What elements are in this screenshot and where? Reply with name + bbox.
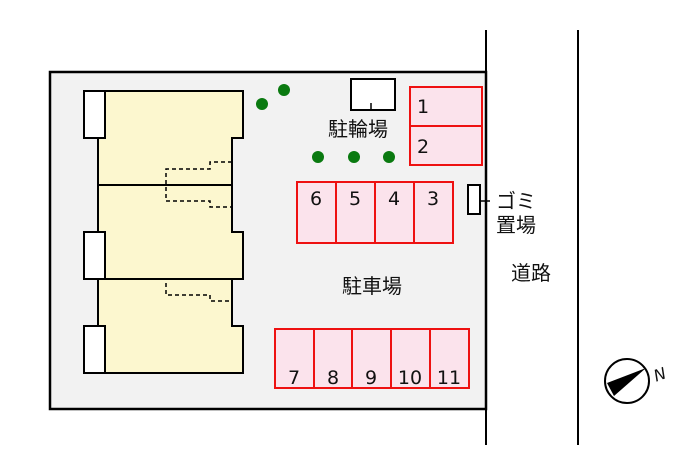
slot-number: 8 bbox=[327, 367, 339, 389]
tree-icon bbox=[383, 151, 395, 163]
trees bbox=[256, 84, 395, 163]
slot-number: 4 bbox=[388, 188, 400, 210]
road-label: 道路 bbox=[511, 261, 551, 285]
garbage-area bbox=[467, 184, 481, 215]
slot-number: 10 bbox=[398, 367, 422, 389]
parking-slot-10 bbox=[390, 328, 431, 389]
bicycle-parking-shelter bbox=[350, 78, 396, 111]
parking-slot-6 bbox=[296, 181, 337, 244]
balcony bbox=[83, 90, 106, 139]
tree-icon bbox=[348, 151, 360, 163]
parking-slot-3 bbox=[413, 181, 454, 244]
parking-group-right: 1 2 bbox=[409, 86, 483, 166]
parking-slot-11 bbox=[429, 328, 470, 389]
tree-icon bbox=[312, 151, 324, 163]
north-compass-icon: N bbox=[604, 358, 669, 404]
north-label: N bbox=[651, 364, 669, 386]
bicycle-parking-label: 駐輪場 bbox=[328, 117, 388, 141]
slot-number: 7 bbox=[288, 367, 300, 389]
apartment-building bbox=[97, 90, 244, 374]
tree-icon bbox=[278, 84, 290, 96]
parking-slot-8 bbox=[313, 328, 353, 389]
slot-number: 3 bbox=[427, 188, 439, 210]
stairway-outline bbox=[165, 161, 232, 208]
parking-lot-label: 駐車場 bbox=[342, 274, 402, 298]
parking-group-middle: 6 5 4 3 bbox=[296, 181, 454, 244]
garbage-label-2: 置場 bbox=[496, 213, 536, 237]
slot-number: 5 bbox=[349, 188, 361, 210]
slot-number: 2 bbox=[417, 136, 429, 158]
stairway-outline bbox=[165, 283, 232, 302]
slot-number: 6 bbox=[310, 188, 322, 210]
garbage-label-1: ゴミ bbox=[496, 189, 536, 213]
balcony bbox=[83, 231, 106, 280]
parking-group-bottom: 7 8 9 10 11 bbox=[274, 328, 470, 389]
tree-icon bbox=[256, 98, 268, 110]
balcony bbox=[83, 325, 106, 374]
slot-number: 11 bbox=[437, 367, 461, 389]
slot-number: 9 bbox=[365, 367, 377, 389]
slot-number: 1 bbox=[417, 96, 429, 118]
parking-slot-4 bbox=[374, 181, 415, 244]
parking-slot-2 bbox=[409, 125, 483, 166]
